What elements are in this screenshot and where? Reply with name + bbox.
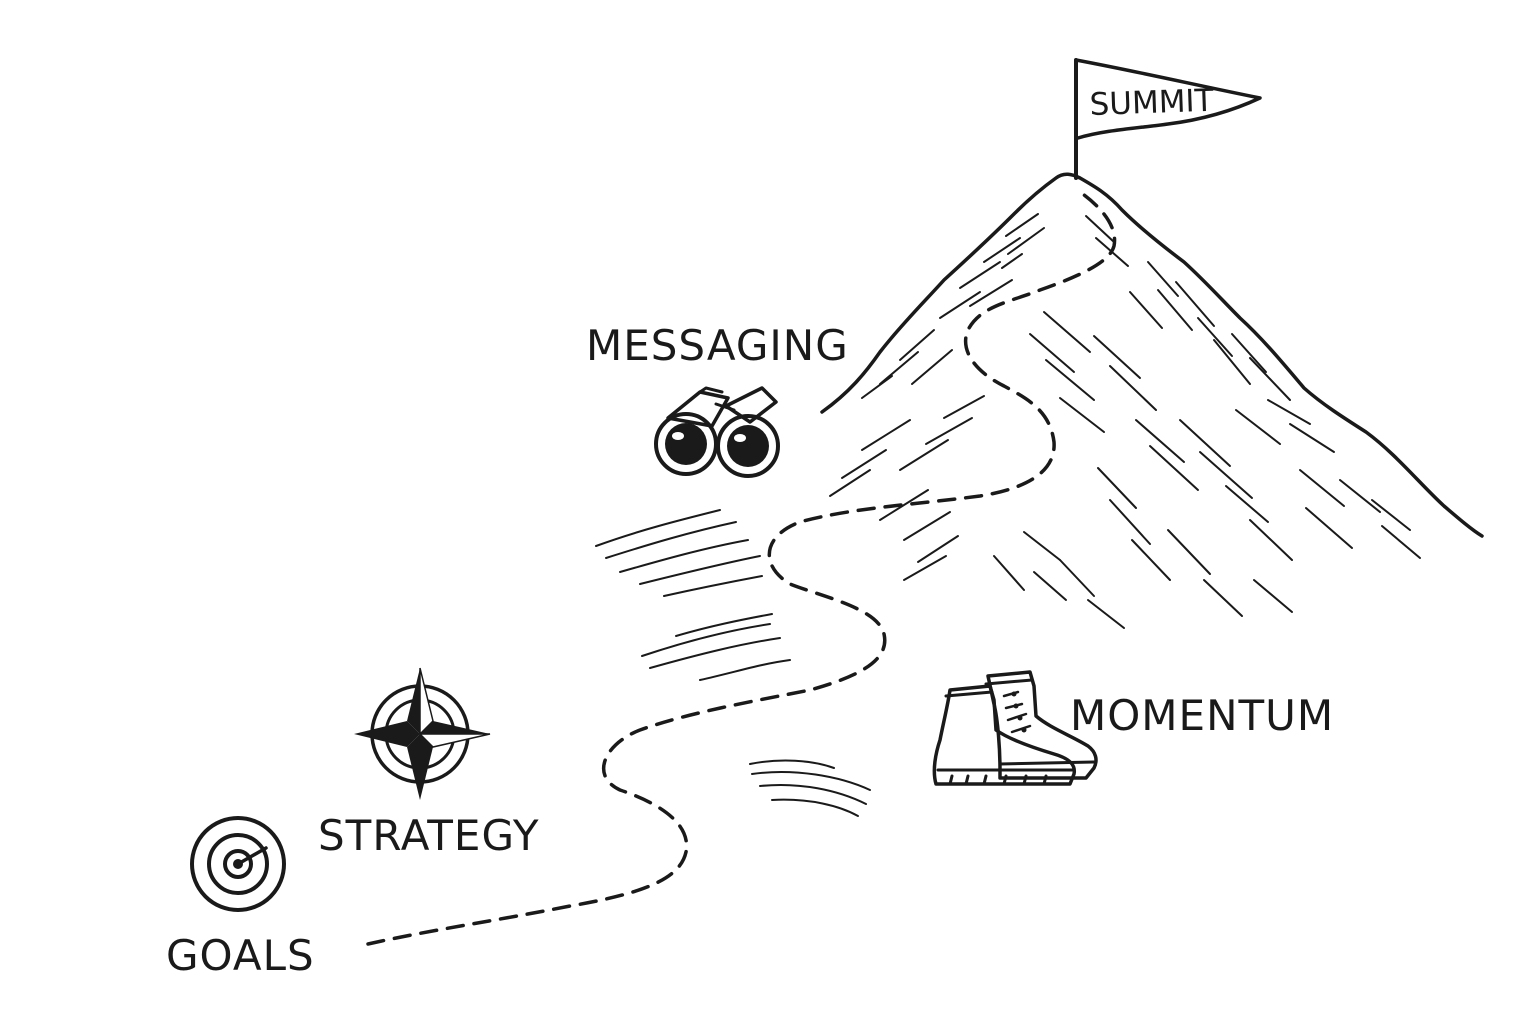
summit-label: SUMMIT <box>1089 83 1215 123</box>
mountain-outline <box>820 172 1484 538</box>
hiking-boots-icon <box>932 670 1098 786</box>
target-icon <box>190 816 286 912</box>
terrain-hatching <box>595 213 1421 817</box>
momentum-label: MOMENTUM <box>1070 691 1334 740</box>
dashed-trail <box>366 190 1117 946</box>
messaging-label: MESSAGING <box>586 321 849 370</box>
compass-icon <box>354 667 491 800</box>
goals-label: GOALS <box>166 931 315 980</box>
flag-banner <box>1074 58 1262 140</box>
binoculars-icon <box>654 386 780 478</box>
flag-icon: SUMMIT <box>1074 58 1262 180</box>
strategy-label: STRATEGY <box>318 811 540 860</box>
